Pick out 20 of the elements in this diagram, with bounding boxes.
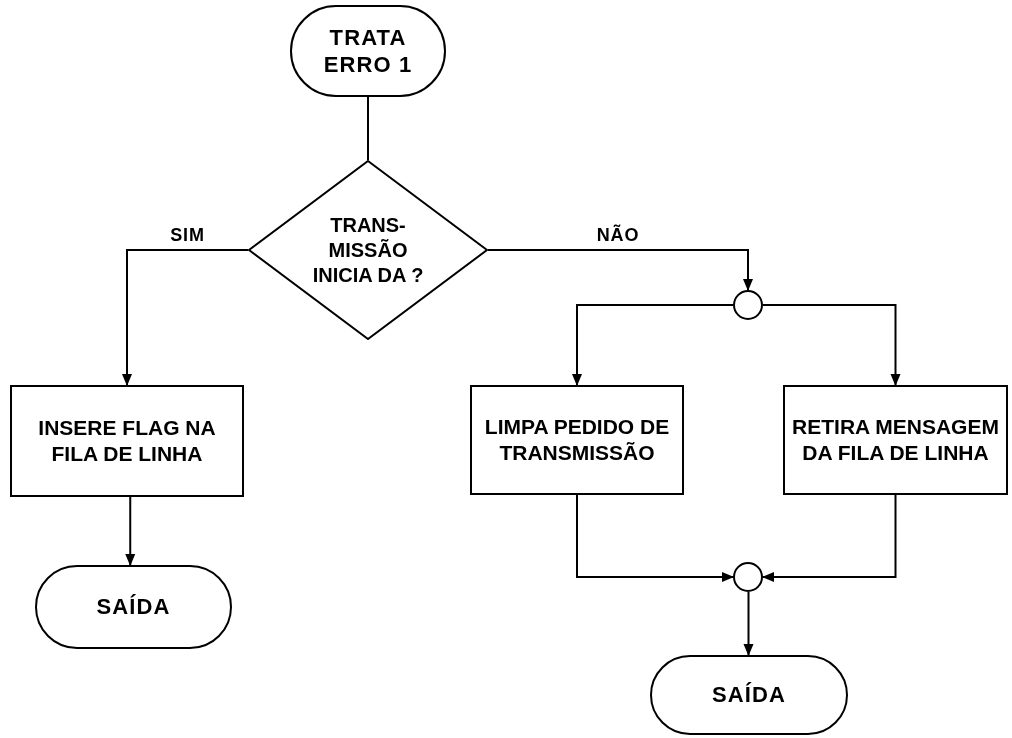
arrow xyxy=(762,304,901,386)
decision-diamond xyxy=(248,160,488,340)
arrow xyxy=(576,494,734,582)
arrow xyxy=(487,249,753,291)
node-text: LIMPA PEDIDO DE TRANSMISSÃO xyxy=(483,413,671,466)
arrow xyxy=(762,494,897,582)
process-box xyxy=(783,385,1008,495)
connector-line xyxy=(367,96,369,161)
arrow xyxy=(572,304,734,386)
node-text: SAÍDA xyxy=(712,681,786,709)
node-text: TRATA ERRO 1 xyxy=(322,23,414,79)
process-box xyxy=(10,385,244,497)
node-text: RETIRA MENSAGEM DA FILA DE LINHA xyxy=(791,413,1000,466)
node-text: TRANS- MISSÃO INICIA DA ? xyxy=(311,212,425,288)
arrow xyxy=(125,496,136,566)
arrow xyxy=(743,591,754,656)
process-box xyxy=(470,385,684,495)
node-text: INSERE FLAG NA FILA DE LINHA xyxy=(37,414,217,467)
node-text: SAÍDA xyxy=(96,593,171,621)
arrow xyxy=(122,249,249,386)
